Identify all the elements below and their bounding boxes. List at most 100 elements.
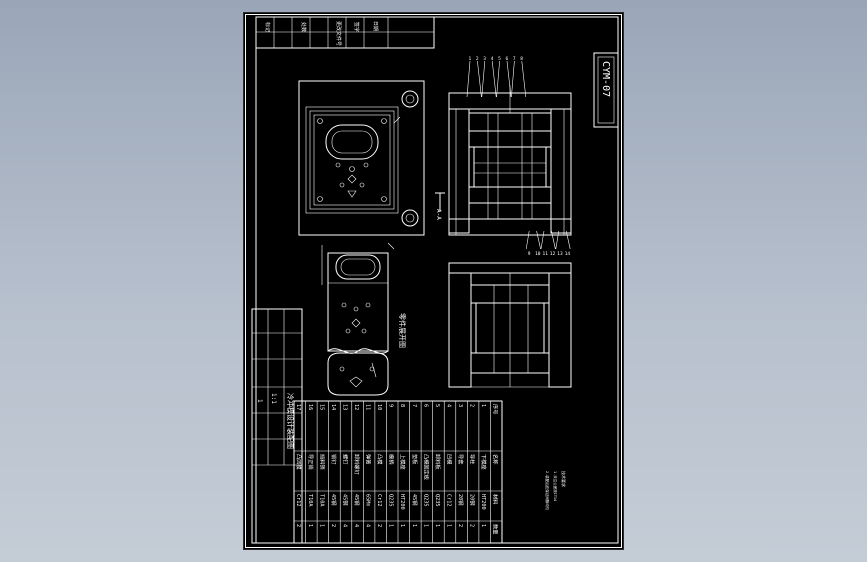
bom-cell: Cr12 [295,494,301,507]
bom-cell: 凸模固定板 [422,454,430,481]
callout-number: 7 [513,56,516,62]
bom-cell: 1 [480,524,486,527]
die-plan-view [298,80,425,236]
bom-cell: 导柱 [469,454,477,464]
bom-cell: 4 [446,404,452,407]
bom-cell: 45钢 [353,494,361,505]
bom-cell: 2 [376,524,382,527]
bom-cell: 挡料销 [318,454,326,470]
callout-number: 10 [535,251,541,257]
cover-label-4: 签字 [353,22,360,32]
bom-cell: 模柄 [388,454,396,464]
drawing-number-box: CYM-07 [593,52,619,128]
bom-cell: 螺钉 [342,454,350,464]
bom-cell: Cr12 [376,494,382,507]
bom-cell: 1 [318,524,324,527]
drawing-number: CYM-07 [600,61,611,97]
title-block-name: 冷冲模设计装配图 [286,393,295,449]
callout-number: 14 [565,251,571,257]
bom-cell: 凸模 [376,454,384,464]
bom-cell: 15 [318,404,324,410]
callout-number: 4 [491,56,494,62]
bom-header-cell: 序号 [492,404,500,414]
bom-cell: Cr12 [446,494,452,507]
leader-line [496,60,500,98]
bom-cell: 1 [446,524,452,527]
bom-cell: 下模座 [480,454,488,470]
bom-cell: 凹模 [446,454,454,464]
bom-table: 序号名称材料数量1下模座HT20012导柱20钢23导套20钢24凹模Cr121… [293,400,503,544]
bom-cell: 弹簧 [365,454,373,464]
bom-cell: 45钢 [411,494,419,505]
bom-cell: 20钢 [469,494,477,505]
note-2: 2.装配后应保证间隙均匀 [545,471,550,511]
outer-frame [245,14,622,548]
bom-header-cell: 名称 [492,454,500,464]
strip-layout-view: 零件展开图 [321,242,407,354]
bom-cell: 9 [388,404,394,407]
bom-cell: 45钢 [342,494,350,505]
leader-line [551,230,556,250]
leader-line [565,230,571,250]
callout-number: 8 [520,56,523,62]
assembly-section-lower [448,262,572,388]
leader-line [491,60,497,98]
bom-cell: T10A [318,494,324,507]
bom-cell: 卸料螺钉 [353,454,361,475]
bom-cell: 导套 [457,454,465,465]
blank-part-view [327,352,389,396]
cover-label-3: 更改文件号 [335,21,342,46]
bom-cell: 5 [434,404,440,407]
title-block-sheet: 1 [256,399,263,403]
leader-line [536,230,541,250]
drawing-sheet: 标记 处数 更改文件号 签字 日期 CYM-07 [244,13,623,549]
cad-drawing: 标记 处数 更改文件号 签字 日期 CYM-07 [245,14,622,548]
bom-cell: 1 [399,524,405,527]
bom-cell: 垫板 [411,454,419,465]
bom-cell: 2 [457,524,463,527]
bom-cell: 1 [411,524,417,527]
callout-number: 1 [469,56,472,62]
callout-number: 11 [543,251,549,257]
bom-cell: HT200 [480,494,486,510]
note-0: 技术要求 [561,471,567,487]
bom-cell: 卸料板 [434,454,442,470]
bom-cell: 4 [342,524,348,527]
bom-cell: T10A [307,494,313,507]
bom-cell: 导正销 [307,454,315,470]
assembly-section-upper [448,85,572,236]
leader-line [540,230,545,250]
bom-cell: 2 [330,524,336,527]
bom-cell: 2 [469,404,475,407]
leader-line [466,60,471,98]
callout-number: 6 [506,56,509,62]
note-1: 1.未注公差按IT14 [553,471,558,501]
callout-number: 2 [476,56,479,62]
technical-notes: 技术要求 1.未注公差按IT14 2.装配后应保证间隙均匀 [545,471,567,511]
bom-cell: 7 [411,404,417,407]
bom-cell: Q235 [434,494,440,507]
bom-header-cell: 数量 [492,524,500,534]
blank-label: 零件展开图 [398,313,407,348]
callout-number: 9 [528,251,531,257]
bom-cell: 4 [353,524,359,527]
cover-label-5: 日期 [372,21,378,31]
title-block: 冷冲模设计装配图 1:1 1 [251,308,303,544]
cover-block: 标记 处数 更改文件号 签字 日期 [255,16,435,49]
leader-line [555,230,560,250]
bom-cell: 1 [480,404,486,407]
bom-cell: 1 [388,524,394,527]
bom-cell: 6 [422,404,428,407]
bom-cell: 11 [365,404,371,410]
bom-cell: 上模座 [399,454,407,470]
bom-header-cell: 材料 [492,494,500,504]
bom-cell: 17 [295,404,301,410]
leader-line [511,60,515,98]
callout-number: 12 [550,251,556,257]
bom-cell: Q235 [422,494,428,507]
bom-cell: 2 [295,524,301,527]
title-block-ratio: 1:1 [270,393,277,404]
section-mark: A-A [435,209,442,220]
